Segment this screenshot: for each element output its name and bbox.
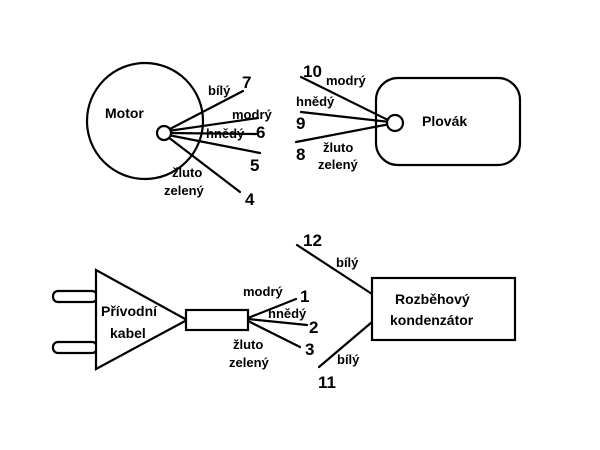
motor-wire-number-7: 7 bbox=[242, 73, 251, 92]
capacitor-wire-11 bbox=[317, 320, 374, 369]
cable-wire-label-blue: modrý bbox=[243, 284, 284, 299]
motor-wire-7 bbox=[166, 89, 245, 132]
cable-wire-number-1: 1 bbox=[300, 287, 309, 306]
cable-wire-label-yg-2: zelený bbox=[229, 355, 270, 370]
float-wire-label-yg-2: zelený bbox=[318, 157, 359, 172]
float-wire-10 bbox=[299, 75, 392, 123]
cable-title-line1: Přívodní bbox=[101, 303, 158, 319]
capacitor-title-line2: kondenzátor bbox=[390, 312, 474, 328]
motor-wire-label-yg-1: žluto bbox=[172, 165, 202, 180]
capacitor-body bbox=[370, 276, 517, 342]
motor-wire-label-white: bílý bbox=[208, 83, 231, 98]
motor-group: Motor bílý 7 modrý hnědý 6 5 žluto zelen… bbox=[85, 61, 273, 209]
float-wire-label-yg-1: žluto bbox=[323, 140, 353, 155]
cable-sheath bbox=[184, 308, 250, 332]
plug-prong-top bbox=[51, 289, 99, 304]
capacitor-wire-number-12: 12 bbox=[303, 231, 322, 250]
float-wire-number-8: 8 bbox=[296, 145, 305, 164]
capacitor-title-line1: Rozběhový bbox=[395, 291, 470, 307]
float-wire-9 bbox=[299, 110, 392, 124]
motor-wire-number-5: 5 bbox=[250, 156, 259, 175]
cable-wire-label-yg-1: žluto bbox=[233, 337, 263, 352]
motor-wire-4 bbox=[166, 135, 242, 194]
capacitor-group: Rozběhový kondenzátor 12 bílý bílý 11 bbox=[295, 231, 517, 392]
float-terminal bbox=[385, 113, 405, 133]
motor-wire-6 bbox=[166, 131, 258, 136]
capacitor-wire-12 bbox=[295, 243, 374, 296]
cable-wire-1 bbox=[246, 297, 298, 320]
capacitor-wire-number-11: 11 bbox=[318, 373, 336, 392]
cable-title-line2: kabel bbox=[110, 325, 146, 341]
motor-wire-number-6: 6 bbox=[256, 123, 265, 142]
cable-group: Přívodní kabel modrý 1 hnědý 2 žluto zel… bbox=[51, 268, 318, 371]
float-wire-number-10: 10 bbox=[303, 62, 322, 81]
motor-body bbox=[85, 61, 205, 181]
motor-wire-label-blue: modrý bbox=[232, 107, 273, 122]
cable-wire-2 bbox=[246, 317, 309, 327]
motor-wire-blue bbox=[166, 116, 260, 133]
motor-terminal bbox=[155, 124, 173, 142]
cable-wire-3 bbox=[246, 319, 302, 349]
capacitor-wire-label-white-bottom: bílý bbox=[337, 352, 360, 367]
cable-wire-number-3: 3 bbox=[305, 340, 314, 359]
plug-body bbox=[94, 268, 190, 371]
plug-prong-bottom bbox=[51, 340, 99, 355]
cable-wire-number-2: 2 bbox=[309, 318, 318, 337]
motor-wire-label-yg-2: zelený bbox=[164, 183, 205, 198]
float-wire-8 bbox=[294, 122, 392, 144]
motor-title: Motor bbox=[105, 105, 144, 121]
motor-wire-label-brown: hnědý bbox=[206, 126, 245, 141]
float-wire-number-9: 9 bbox=[296, 114, 305, 133]
float-wire-label-brown: hnědý bbox=[296, 94, 335, 109]
motor-wire-5 bbox=[166, 133, 262, 155]
cable-wire-label-brown: hnědý bbox=[268, 306, 307, 321]
capacitor-wire-label-white-top: bílý bbox=[336, 255, 359, 270]
float-wire-label-blue: modrý bbox=[326, 73, 367, 88]
float-title: Plovák bbox=[422, 113, 467, 129]
motor-wire-number-4: 4 bbox=[245, 190, 255, 209]
float-group: Plovák 10 modrý hnědý 9 8 žluto zelený bbox=[294, 62, 522, 172]
